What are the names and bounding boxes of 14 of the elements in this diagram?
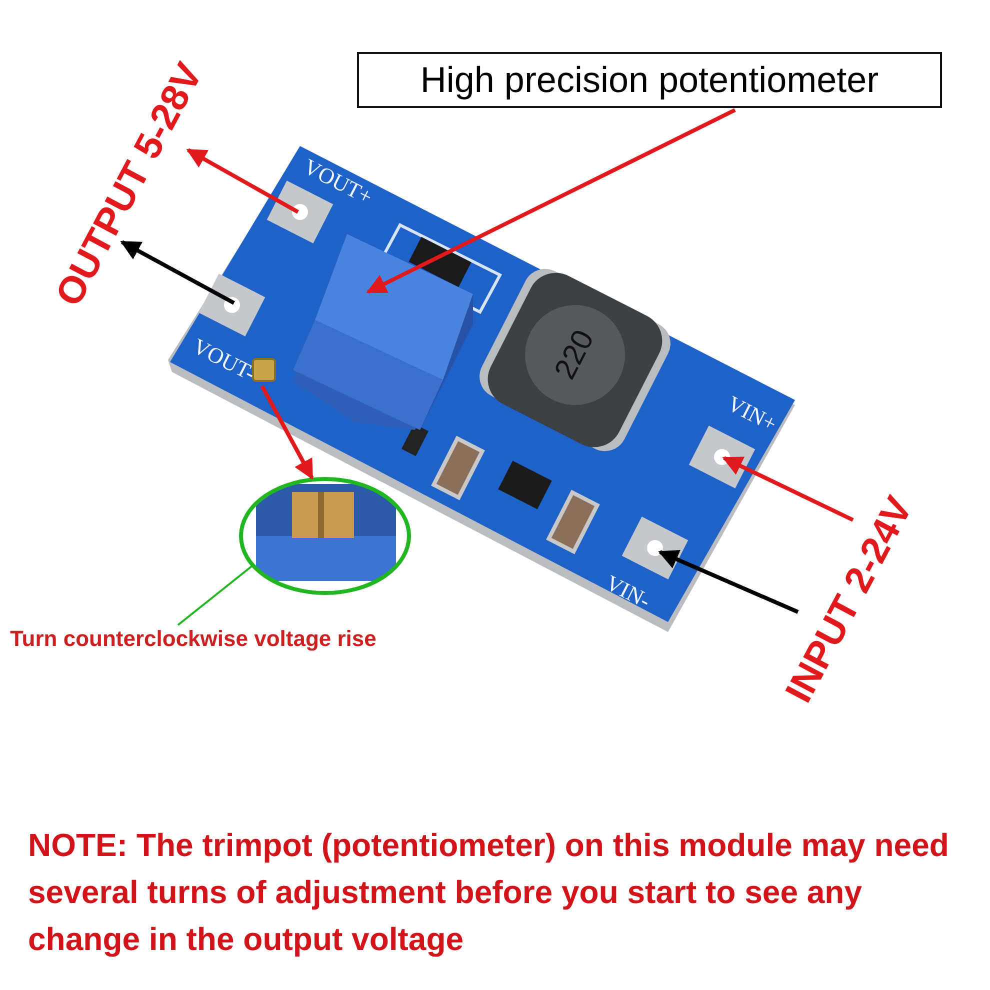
component-marking: 220 (548, 324, 602, 386)
leader-line (177, 565, 253, 626)
arrow (186, 148, 299, 214)
terminal-label: VIN- (601, 570, 655, 614)
arrow (366, 108, 736, 294)
arrow (120, 240, 235, 305)
callout-box: High precision potentiometer (357, 52, 942, 108)
callout-text: Turn counterclockwise voltage rise (10, 626, 376, 652)
note-text: NOTE: The trimpot (potentiometer) on this module may need several turns of adjustment before you start to see any change in the output voltage (28, 826, 950, 959)
terminal-label: VIN+ (723, 390, 781, 438)
arrow (722, 456, 854, 522)
adjustment-screw (252, 358, 276, 382)
arrow (658, 550, 799, 614)
arrow (260, 385, 314, 480)
